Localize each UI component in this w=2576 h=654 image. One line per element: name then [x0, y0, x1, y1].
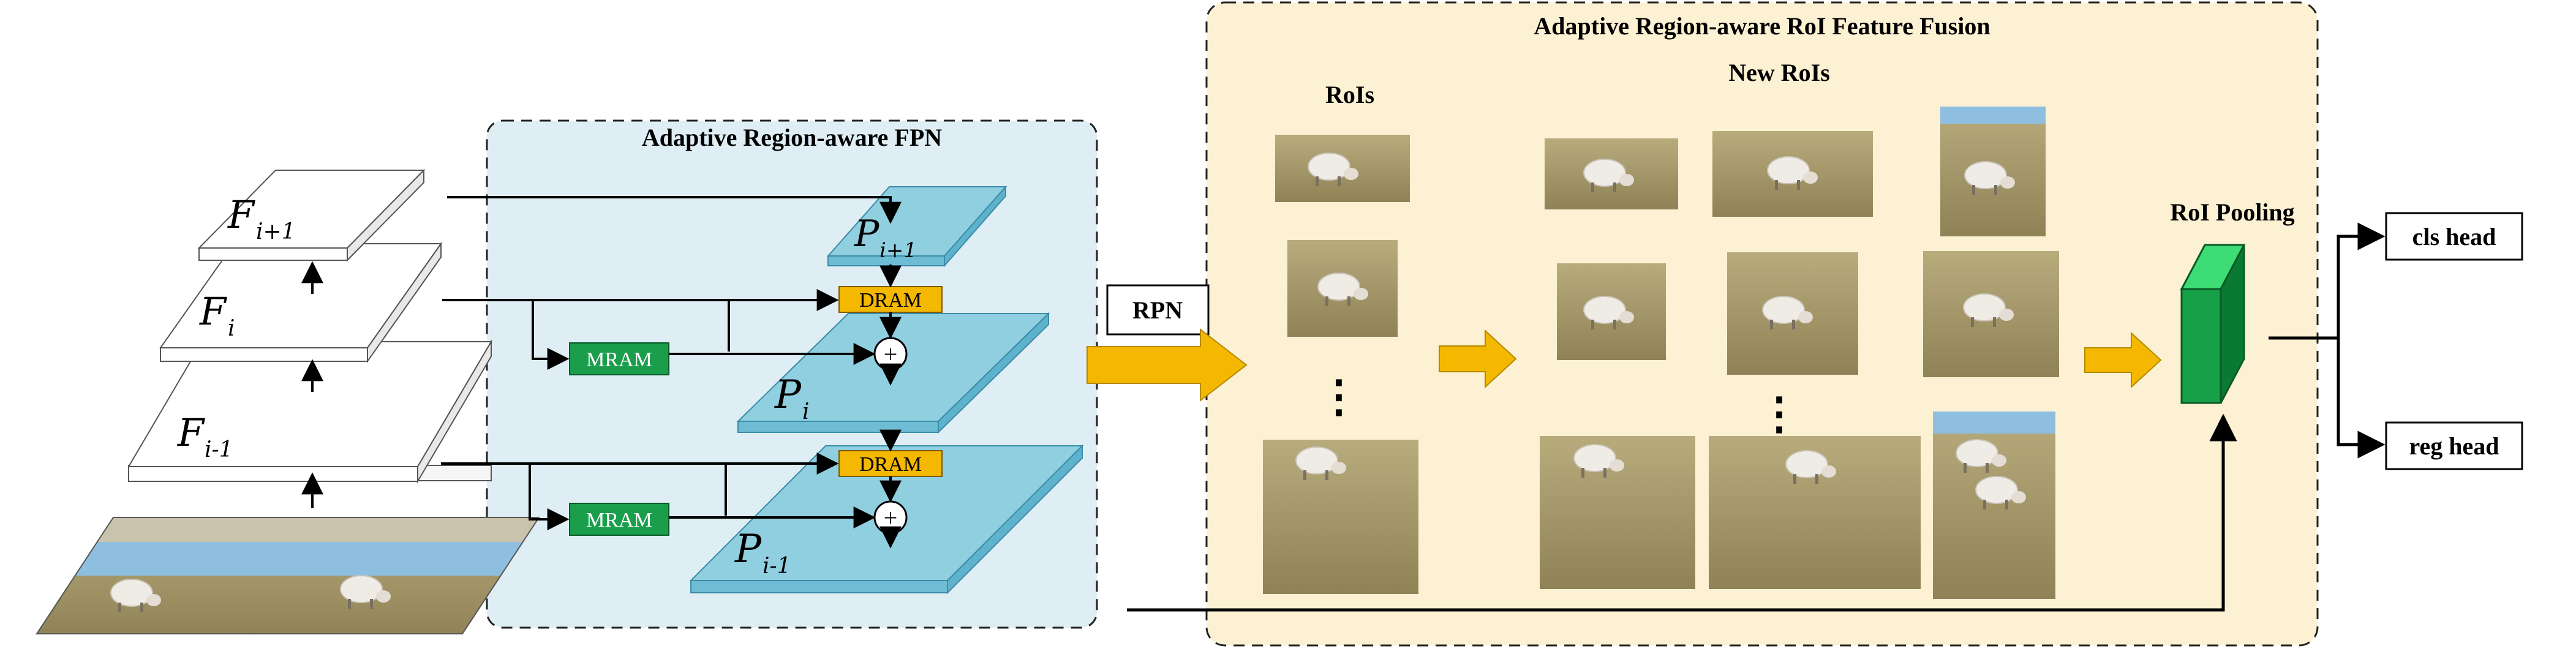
rois-ellipsis: ⋮: [1317, 372, 1361, 421]
pyramid-symbol-i-1: P: [734, 527, 762, 572]
rois-label: RoIs: [1325, 81, 1374, 108]
roi-thumbnail-2: [1287, 240, 1398, 337]
new-roi-2-2: [1727, 252, 1858, 375]
cls-head-box: cls head: [2385, 212, 2523, 261]
feature-to-pooling-path: [1127, 413, 2237, 612]
new-rois-to-pooling-arrow: [2084, 331, 2162, 389]
mram-label-upper: MRAM: [586, 348, 652, 371]
add-operator-upper: +: [873, 337, 908, 371]
new-rois-label: New RoIs: [1728, 59, 1830, 86]
rpn-label: RPN: [1132, 296, 1183, 324]
plus-symbol-upper: +: [884, 340, 898, 368]
backbone-symbol-i-1: F: [177, 410, 205, 455]
pyramid-plane-i+1: P i+1: [826, 185, 1007, 268]
backbone-plane-i+1: F i+1: [197, 168, 426, 262]
new-roi-1-1: [1545, 138, 1678, 209]
mram-label-lower: MRAM: [586, 509, 652, 532]
backbone-symbol-i+1: F: [227, 192, 255, 237]
dram-label-upper: DRAM: [859, 289, 922, 312]
pyramid-subscript-i-1: i-1: [763, 554, 791, 579]
input-image: [36, 517, 540, 634]
rpn-arrow: [1087, 328, 1248, 402]
roi-thumbnail-3: [1263, 440, 1418, 594]
pyramid-subscript-i+1: i+1: [879, 238, 917, 263]
pyramid-subscript-i: i: [802, 399, 810, 424]
backbone-subscript-i+1: i+1: [256, 219, 296, 244]
backbone-symbol-i: F: [199, 289, 227, 334]
reg-head-box: reg head: [2385, 421, 2523, 470]
new-roi-3-3: [1933, 412, 2055, 599]
new-rois-ellipsis: ⋮: [1757, 389, 1801, 438]
mram-module-lower: MRAM: [569, 503, 669, 536]
pyramid-symbol-i+1: P: [854, 212, 880, 255]
dram-label-lower: DRAM: [859, 453, 922, 476]
backbone-subscript-i: i: [228, 316, 235, 341]
new-roi-1-2: [1712, 131, 1873, 217]
backbone-plane-i: F i: [159, 241, 442, 364]
new-roi-1-3: [1940, 107, 2046, 236]
rpn-box: RPN: [1106, 284, 1210, 336]
roi-pooling-label: RoI Pooling: [2170, 198, 2294, 226]
fpn-connections: [441, 196, 902, 549]
backbone-plane-i-1: F i-1: [127, 339, 492, 484]
dram-module-upper: DRAM: [838, 286, 943, 313]
plus-symbol-lower: +: [884, 504, 898, 532]
cls-head-label: cls head: [2412, 223, 2496, 250]
backbone-subscript-i-1: i-1: [205, 437, 233, 462]
new-roi-2-3: [1923, 251, 2059, 377]
head-connections: [2269, 222, 2386, 459]
pyramid-symbol-i: P: [774, 372, 802, 418]
add-operator-lower: +: [873, 500, 908, 535]
roi-thumbnail-1: [1275, 135, 1410, 202]
rois-to-new-arrow: [1439, 329, 1517, 389]
new-roi-3-1: [1540, 436, 1695, 589]
new-roi-2-1: [1557, 263, 1666, 360]
fpn-panel-title: Adaptive Region-aware FPN: [642, 124, 942, 151]
roi-pooling-block: [2180, 244, 2246, 404]
reg-head-label: reg head: [2409, 432, 2499, 460]
new-roi-3-2: [1709, 436, 1921, 589]
fusion-panel-title: Adaptive Region-aware RoI Feature Fusion: [1534, 12, 1990, 40]
dram-module-lower: DRAM: [838, 450, 943, 477]
mram-module-upper: MRAM: [569, 342, 669, 375]
